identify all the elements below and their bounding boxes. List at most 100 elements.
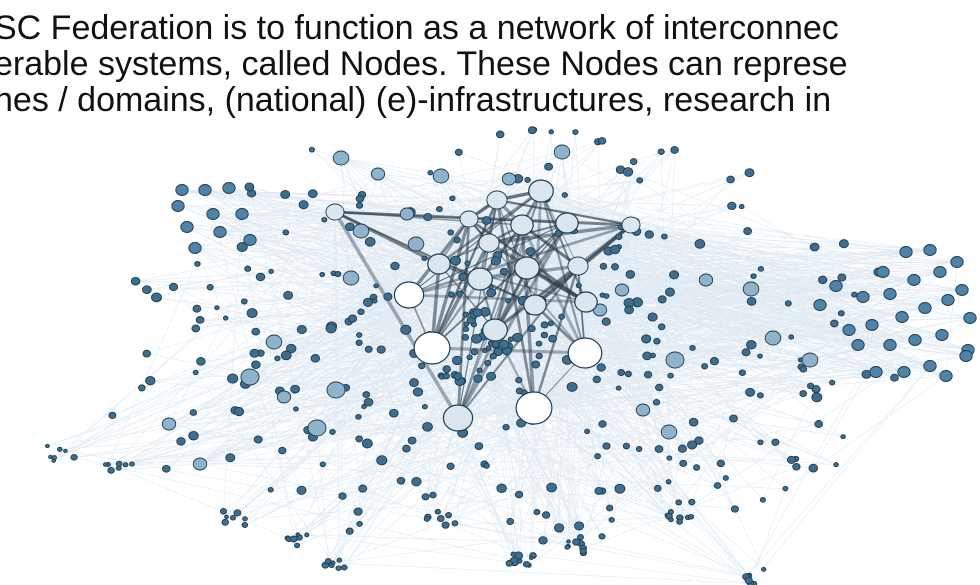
small-node [470, 348, 479, 356]
small-node [599, 262, 608, 270]
small-node [535, 352, 543, 360]
small-node [400, 324, 412, 335]
cluster-node [918, 302, 932, 314]
small-node [806, 382, 815, 390]
small-node [771, 438, 780, 446]
small-node [525, 247, 536, 257]
small-node [502, 423, 510, 431]
small-node [233, 406, 245, 417]
caption-text: SC Federation is to function as a networ… [0, 10, 980, 118]
small-node [251, 327, 261, 336]
small-node [670, 146, 679, 154]
small-node [361, 438, 373, 449]
small-node [436, 206, 443, 213]
cluster-node [188, 242, 202, 254]
small-node [168, 282, 179, 292]
medium-node [660, 424, 678, 440]
small-node [290, 384, 300, 394]
small-node [510, 551, 516, 557]
cluster-node [213, 226, 227, 238]
small-node [324, 558, 332, 565]
small-node [255, 272, 266, 282]
small-node [383, 292, 393, 301]
small-node [423, 515, 431, 522]
small-node [635, 446, 643, 452]
small-node [730, 505, 739, 513]
small-node [63, 448, 68, 453]
small-node [677, 444, 687, 453]
small-node [531, 360, 541, 369]
large-node [325, 203, 345, 221]
caption-line-2: erable systems, called Nodes. These Node… [0, 45, 848, 83]
small-node [744, 168, 755, 178]
small-node [693, 464, 701, 471]
large-node [442, 404, 474, 432]
strong-edge [539, 190, 587, 354]
small-node [667, 372, 674, 379]
small-node [647, 312, 658, 322]
strong-edge [521, 223, 579, 268]
small-node [757, 353, 763, 359]
small-node [390, 261, 400, 271]
cluster-node [955, 284, 969, 296]
cluster-node [175, 184, 189, 196]
cluster-node [950, 256, 964, 268]
small-node [244, 182, 255, 192]
small-node [336, 557, 343, 563]
small-node [412, 387, 424, 397]
small-node [189, 409, 198, 416]
small-node [274, 355, 281, 362]
small-node [376, 345, 386, 354]
cluster-node [235, 208, 249, 220]
small-node [592, 375, 601, 384]
small-node [233, 509, 242, 517]
small-node [453, 236, 461, 244]
small-node [679, 459, 688, 467]
small-node [334, 271, 342, 278]
small-node [837, 273, 847, 282]
cluster-node [883, 288, 897, 300]
large-node [510, 214, 534, 236]
small-node [329, 428, 336, 435]
small-node [496, 483, 507, 493]
small-node [304, 532, 310, 538]
medium-node [698, 273, 714, 287]
medium-node [240, 368, 260, 386]
small-node [572, 129, 579, 135]
small-node [280, 189, 291, 199]
small-node [194, 260, 201, 267]
small-node [601, 317, 611, 326]
small-node [622, 442, 630, 450]
small-node [422, 421, 433, 432]
small-node [388, 408, 399, 418]
small-node [622, 167, 634, 177]
cluster-node [935, 329, 949, 341]
small-node [240, 298, 248, 305]
small-node [675, 499, 683, 506]
small-node [429, 491, 437, 499]
strong-edge [438, 263, 496, 331]
small-node [541, 511, 551, 519]
small-node [51, 455, 57, 461]
cluster-node [842, 324, 856, 336]
small-node [788, 334, 795, 340]
small-node [572, 538, 581, 546]
hub-node [567, 337, 603, 369]
small-node [746, 340, 757, 350]
small-node [538, 536, 548, 545]
small-node [757, 439, 764, 446]
small-node [345, 527, 354, 535]
strong-edge [438, 263, 587, 303]
small-node [464, 260, 471, 266]
small-node [481, 216, 492, 225]
small-node [325, 323, 337, 334]
small-node [665, 479, 672, 485]
small-node [295, 532, 301, 537]
large-node [567, 256, 589, 276]
small-node [596, 363, 606, 372]
large-node [621, 216, 641, 234]
cluster-node [876, 266, 890, 278]
small-node [615, 233, 623, 240]
small-node [222, 315, 229, 321]
